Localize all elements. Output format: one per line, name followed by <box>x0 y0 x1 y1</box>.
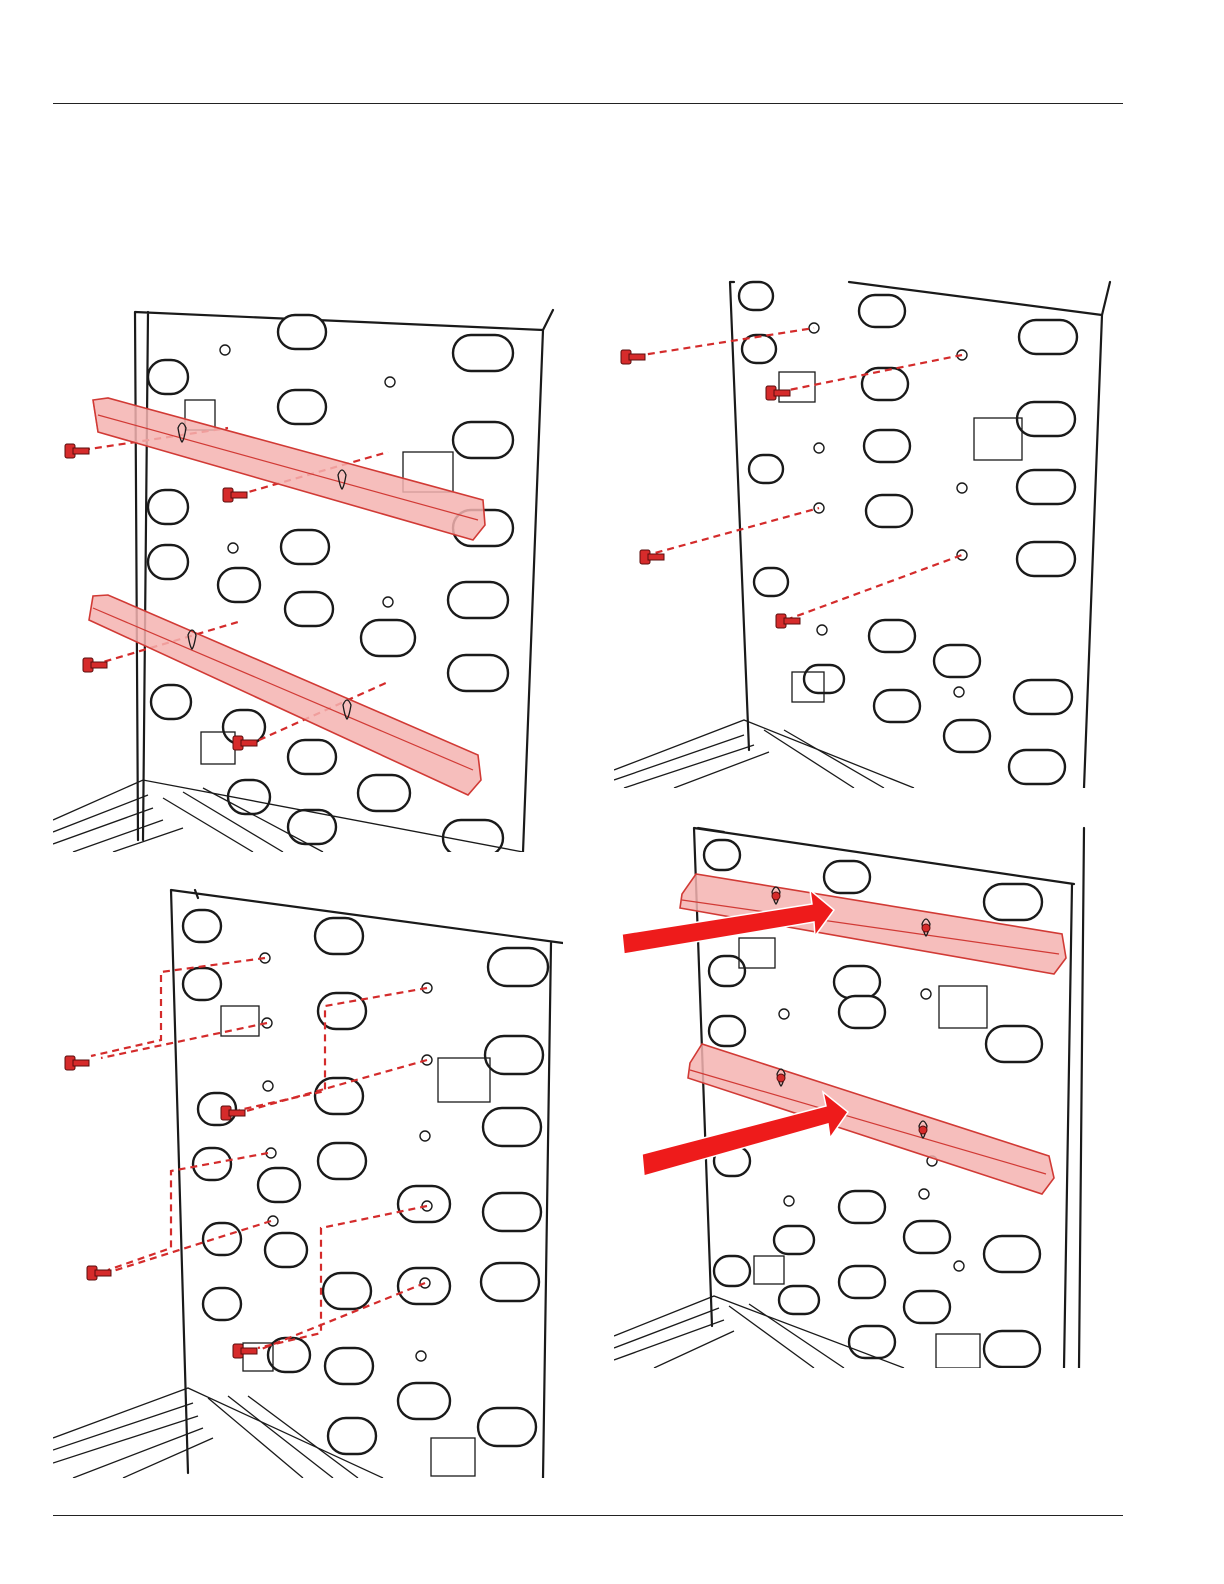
figure-panel-install-rails <box>614 826 1124 1368</box>
header-rule <box>53 103 1123 104</box>
illustration-remove-rails <box>53 300 563 852</box>
illustration-reposition-screws <box>53 888 563 1478</box>
figure-panel-remove-rails <box>53 300 563 852</box>
footer-rule <box>53 1515 1123 1516</box>
figure-panel-remove-screws <box>614 280 1124 788</box>
figure-panel-reposition-screws <box>53 888 563 1478</box>
rail-icon <box>89 398 485 795</box>
illustration-remove-screws <box>614 280 1124 788</box>
illustration-install-rails <box>614 826 1124 1368</box>
